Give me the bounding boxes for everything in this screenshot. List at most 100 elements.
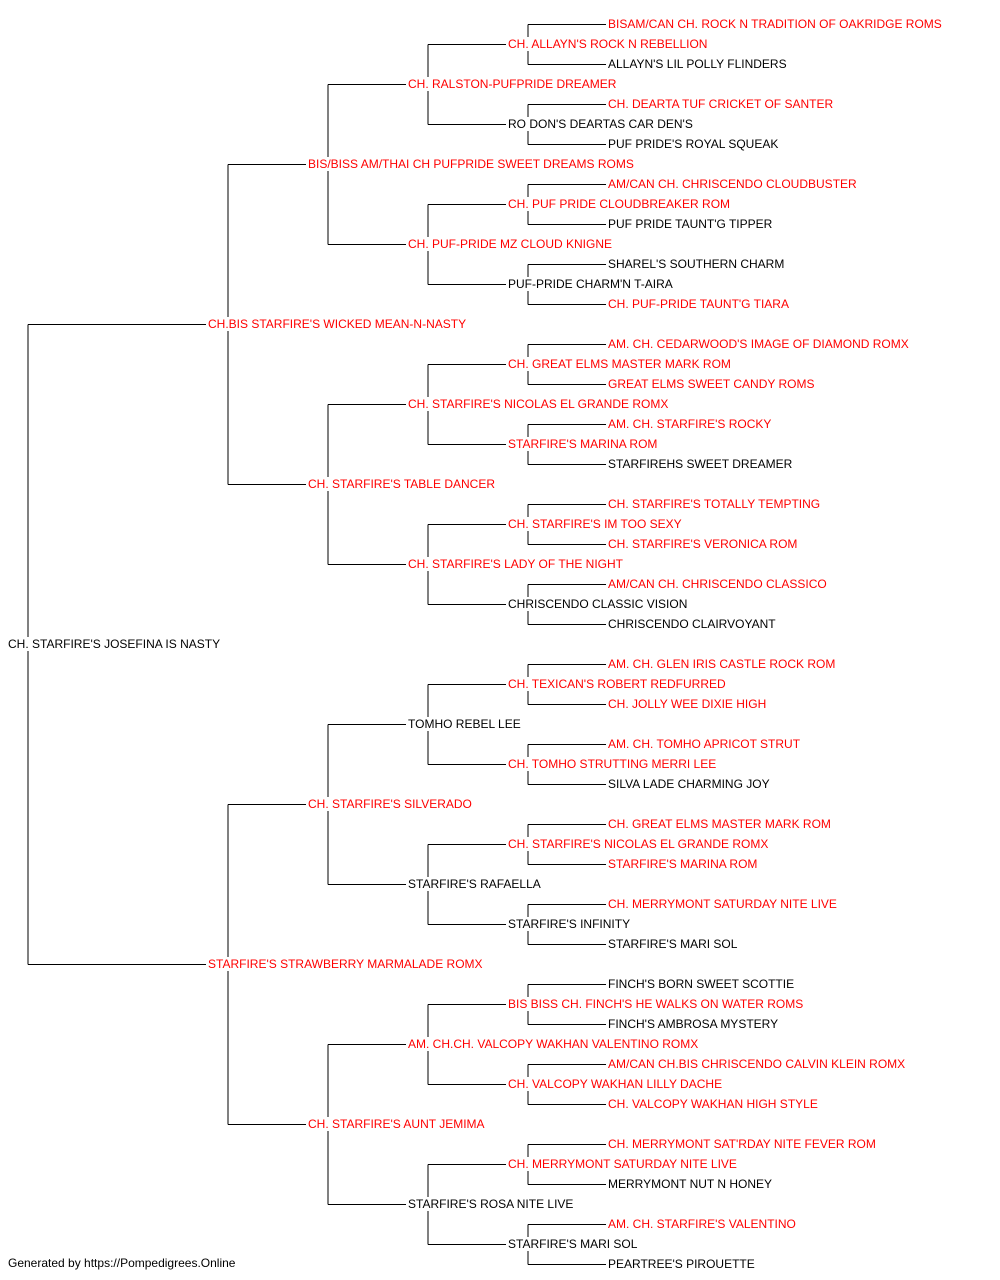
ancestor-name-gen5: CH. PUF-PRIDE TAUNT'G TIARA [608, 297, 789, 311]
name-backing [506, 357, 733, 371]
ancestor-name-gen5: AM. CH. STARFIRE'S VALENTINO [608, 1217, 796, 1231]
ancestor-name-gen5: AM/CAN CH. CHRISCENDO CLASSICO [608, 577, 827, 591]
name-backing [606, 417, 774, 431]
ancestor-name-gen5: AM. CH. STARFIRE'S ROCKY [608, 417, 771, 431]
name-backing [606, 97, 836, 111]
ancestor-name-gen5: CH. MERRYMONT SAT'RDAY NITE FEVER ROM [608, 1137, 876, 1151]
name-backing [506, 37, 710, 51]
name-backing [606, 1097, 820, 1111]
ancestor-name-gen5: AM. CH. CEDARWOOD'S IMAGE OF DIAMOND ROM… [608, 337, 909, 351]
ancestor-name-gen2: CH. STARFIRE'S TABLE DANCER [308, 477, 495, 491]
name-backing [606, 457, 795, 471]
ancestor-name-gen4: RO DON'S DEARTAS CAR DEN'S [508, 117, 693, 131]
name-backing [506, 197, 733, 211]
ancestor-name-gen5: STARFIREHS SWEET DREAMER [608, 457, 793, 471]
footer-credit: Generated by https://Pompedigrees.Online [8, 1256, 236, 1270]
ancestor-name-gen5: MERRYMONT NUT N HONEY [608, 1177, 772, 1191]
name-backing [306, 477, 498, 491]
name-backing [606, 17, 944, 31]
name-backing [606, 297, 791, 311]
name-backing [506, 117, 695, 131]
ancestor-name-gen4: CH. MERRYMONT SATURDAY NITE LIVE [508, 1157, 737, 1171]
ancestor-name-gen4: CH. VALCOPY WAKHAN LILLY DACHE [508, 1077, 722, 1091]
ancestor-name-gen5: FINCH'S AMBROSA MYSTERY [608, 1017, 778, 1031]
name-backing [606, 1217, 798, 1231]
ancestor-name-gen4: BIS BISS CH. FINCH'S HE WALKS ON WATER R… [508, 997, 803, 1011]
name-backing [206, 957, 485, 971]
name-backing [206, 317, 469, 331]
name-backing [606, 377, 817, 391]
ancestor-name-gen1: CH.BIS STARFIRE'S WICKED MEAN-N-NASTY [208, 317, 466, 331]
ancestor-name-gen4: PUF-PRIDE CHARM'N T-AIRA [508, 277, 673, 291]
name-backing [606, 977, 797, 991]
ancestor-name-gen5: SHAREL'S SOUTHERN CHARM [608, 257, 784, 271]
name-backing [606, 217, 775, 231]
ancestor-name-gen4: STARFIRE'S MARINA ROM [508, 437, 657, 451]
name-backing [506, 837, 771, 851]
name-backing [606, 337, 911, 351]
ancestor-name-gen5: AM/CAN CH.BIS CHRISCENDO CALVIN KLEIN RO… [608, 1057, 905, 1071]
name-backing [606, 177, 860, 191]
name-backing [606, 697, 769, 711]
name-backing [606, 657, 838, 671]
ancestor-name-gen5: CH. JOLLY WEE DIXIE HIGH [608, 697, 766, 711]
name-backing [606, 577, 829, 591]
ancestor-name-gen1: STARFIRE'S STRAWBERRY MARMALADE ROMX [208, 957, 483, 971]
ancestor-name-gen4: CH. TOMHO STRUTTING MERRI LEE [508, 757, 716, 771]
ancestor-name-gen4: CH. ALLAYN'S ROCK N REBELLION [508, 37, 707, 51]
ancestor-name-gen5: AM. CH. TOMHO APRICOT STRUT [608, 737, 801, 751]
name-backing [606, 1177, 775, 1191]
ancestor-name-gen3: TOMHO REBEL LEE [408, 717, 521, 731]
ancestor-name-gen4: CH. GREAT ELMS MASTER MARK ROM [508, 357, 731, 371]
ancestor-name-gen2: BIS/BISS AM/THAI CH PUFPRIDE SWEET DREAM… [308, 157, 634, 171]
ancestor-name-gen5: FINCH'S BORN SWEET SCOTTIE [608, 977, 794, 991]
name-backing [606, 857, 760, 871]
name-backing [406, 877, 543, 891]
name-backing [506, 1077, 725, 1091]
ancestor-name-gen5: SILVA LADE CHARMING JOY [608, 777, 770, 791]
ancestor-name-gen4: STARFIRE'S MARI SOL [508, 1237, 638, 1251]
ancestor-name-gen4: CH. TEXICAN'S ROBERT REDFURRED [508, 677, 726, 691]
name-backing [506, 1237, 640, 1251]
ancestor-name-gen5: CH. MERRYMONT SATURDAY NITE LIVE [608, 897, 837, 911]
name-backing [606, 1257, 757, 1271]
name-backing [606, 777, 772, 791]
ancestor-name-gen2: CH. STARFIRE'S SILVERADO [308, 797, 472, 811]
name-backing [606, 1017, 781, 1031]
ancestor-name-gen4: STARFIRE'S INFINITY [508, 917, 630, 931]
ancestor-name-gen5: PEARTREE'S PIROUETTE [608, 1257, 755, 1271]
name-backing [506, 757, 719, 771]
name-backing [306, 797, 474, 811]
name-backing [506, 917, 633, 931]
name-backing [406, 557, 626, 571]
name-backing [606, 1057, 908, 1071]
ancestor-name-gen3: CH. STARFIRE'S NICOLAS EL GRANDE ROMX [408, 397, 668, 411]
subject-dog-name: CH. STARFIRE'S JOSEFINA IS NASTY [8, 637, 220, 651]
ancestor-name-gen5: AM/CAN CH. CHRISCENDO CLOUDBUSTER [608, 177, 857, 191]
ancestor-name-gen2: CH. STARFIRE'S AUNT JEMIMA [308, 1117, 485, 1131]
name-backing [606, 617, 779, 631]
ancestor-name-gen3: AM. CH.CH. VALCOPY WAKHAN VALENTINO ROMX [408, 1037, 698, 1051]
ancestor-name-gen4: CH. PUF PRIDE CLOUDBREAKER ROM [508, 197, 730, 211]
ancestor-name-gen5: GREAT ELMS SWEET CANDY ROMS [608, 377, 814, 391]
name-backing [606, 57, 789, 71]
name-backing [406, 1197, 576, 1211]
ancestor-name-gen4: CH. STARFIRE'S IM TOO SEXY [508, 517, 682, 531]
ancestor-name-gen3: STARFIRE'S RAFAELLA [408, 877, 541, 891]
name-backing [6, 637, 223, 651]
name-backing [506, 677, 728, 691]
name-backing [606, 817, 833, 831]
name-backing [506, 517, 684, 531]
name-backing [406, 1037, 701, 1051]
name-backing [506, 277, 675, 291]
ancestor-name-gen3: CH. RALSTON-PUFPRIDE DREAMER [408, 77, 617, 91]
ancestor-name-gen5: STARFIRE'S MARI SOL [608, 937, 738, 951]
ancestor-name-gen5: AM. CH. GLEN IRIS CASTLE ROCK ROM [608, 657, 835, 671]
name-backing [606, 737, 803, 751]
name-backing [606, 1137, 878, 1151]
name-backing [606, 897, 839, 911]
ancestor-name-gen3: CH. STARFIRE'S LADY OF THE NIGHT [408, 557, 624, 571]
name-backing [606, 937, 740, 951]
ancestor-name-gen5: PUF PRIDE'S ROYAL SQUEAK [608, 137, 778, 151]
